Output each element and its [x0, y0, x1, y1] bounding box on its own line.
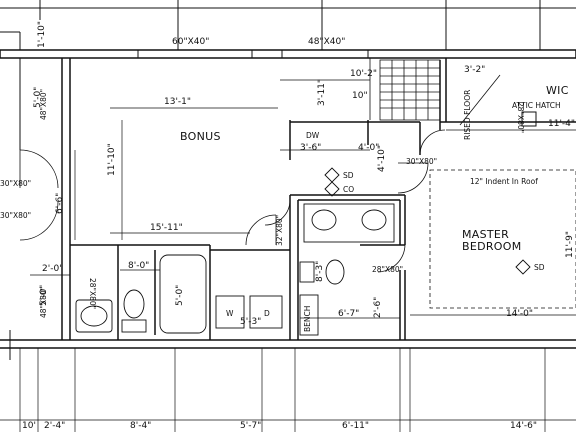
exterior-wall-left [0, 31, 576, 360]
dimension-lines [0, 79, 576, 432]
door-label-6: 32"X80" [275, 215, 284, 246]
attic-hatch [521, 111, 537, 127]
room-label-bonus: BONUS [180, 130, 221, 143]
dim-4-10: 4'-10" [377, 145, 387, 172]
dim-2-0: 2'-0" [42, 264, 63, 274]
dim-10-2: 10'-2" [350, 69, 377, 79]
toilet-bowl [123, 289, 145, 319]
dim-5-0-c: 5'-0" [175, 285, 185, 306]
fixtures [75, 203, 395, 336]
room-label-bedroom: BEDROOM [462, 240, 522, 253]
door-label-4: 28"X80" [88, 278, 97, 309]
toilet-tank [121, 319, 147, 333]
room-label-wic: WIC [546, 84, 569, 97]
dim-3-6: 3'-6" [300, 143, 321, 153]
room-label-master: MASTER [462, 228, 509, 241]
exterior-wall-top [0, 49, 576, 59]
dim-11-9: 11'-9" [565, 231, 575, 258]
door-label-3: 30"X80" [406, 157, 437, 166]
dryer [249, 295, 283, 329]
dim-5-0-b: 5'-0" [39, 285, 49, 306]
dim-bottom-14-6: 14'-6" [510, 421, 537, 431]
dim-4-0: 4'-0" [358, 143, 379, 153]
dim-bottom-10: 10' [22, 421, 36, 431]
window-label-4: 48"X80" [39, 287, 48, 318]
door-label-2: 30"X80" [0, 211, 31, 220]
doors [19, 129, 446, 273]
door-label-5: 28"X80" [372, 265, 403, 274]
window-label-1: 60"X40" [172, 37, 209, 47]
washer-label: W [226, 309, 234, 318]
dim-bottom-2-4: 2'-4" [44, 421, 65, 431]
window-label-3: 48"X80" [39, 89, 48, 120]
note-indent: 12" Indent In Roof [470, 177, 538, 186]
dim-3-2: 3'-2" [464, 65, 485, 75]
note-attic: ATTIC HATCH [512, 101, 561, 110]
roof-indent-line [429, 169, 576, 309]
dim-1-10: 1'-10" [37, 21, 47, 48]
dim-15-11: 15'-11" [150, 223, 183, 233]
dim-6-7: 6'-7" [338, 309, 359, 319]
washer [215, 295, 245, 329]
smoke-detectors [324, 167, 531, 275]
door-label-1: 30"X80" [0, 179, 31, 188]
double-vanity [303, 203, 395, 243]
bench [299, 294, 319, 336]
stair [369, 58, 441, 121]
dim-13-1: 13'-1" [164, 97, 191, 107]
dim-14-0: 14'-0" [506, 309, 533, 319]
vanity-sink-left [75, 299, 113, 333]
door-label-7: 28"X80" [516, 102, 525, 133]
dim-8-0: 8'-0" [128, 261, 149, 271]
dim-bottom-5-7: 5'-7" [240, 421, 261, 431]
dim-6-6: 6'-6" [55, 193, 65, 214]
note-bench: BENCH [303, 306, 312, 332]
window-label-2: 48"X40" [308, 37, 345, 47]
dim-5-3: 5'-3" [240, 317, 261, 327]
dim-10: 10" [352, 91, 368, 101]
dim-2-6: 2'-6" [373, 297, 383, 318]
dim-bottom-8-4: 8'-4" [130, 421, 151, 431]
bathtub [159, 254, 207, 334]
dryer-label: D [264, 309, 270, 318]
dim-11-10: 11'-10" [107, 143, 117, 176]
note-sd-2: SD [534, 263, 545, 272]
note-raised-floor: RISED FLOOR [463, 90, 472, 140]
dim-bottom-6-11: 6'-11" [342, 421, 369, 431]
note-sd-1: SD [343, 171, 354, 180]
note-dw: DW [306, 131, 320, 140]
dim-11-4: 11'-4" [548, 119, 575, 129]
note-co: CO [343, 185, 354, 194]
dim-3-11: 3'-11" [317, 79, 327, 106]
dim-5-0-a: 5'-0" [33, 87, 43, 108]
toilet-master [325, 259, 345, 285]
dim-8-3: 8'-3" [315, 261, 325, 282]
